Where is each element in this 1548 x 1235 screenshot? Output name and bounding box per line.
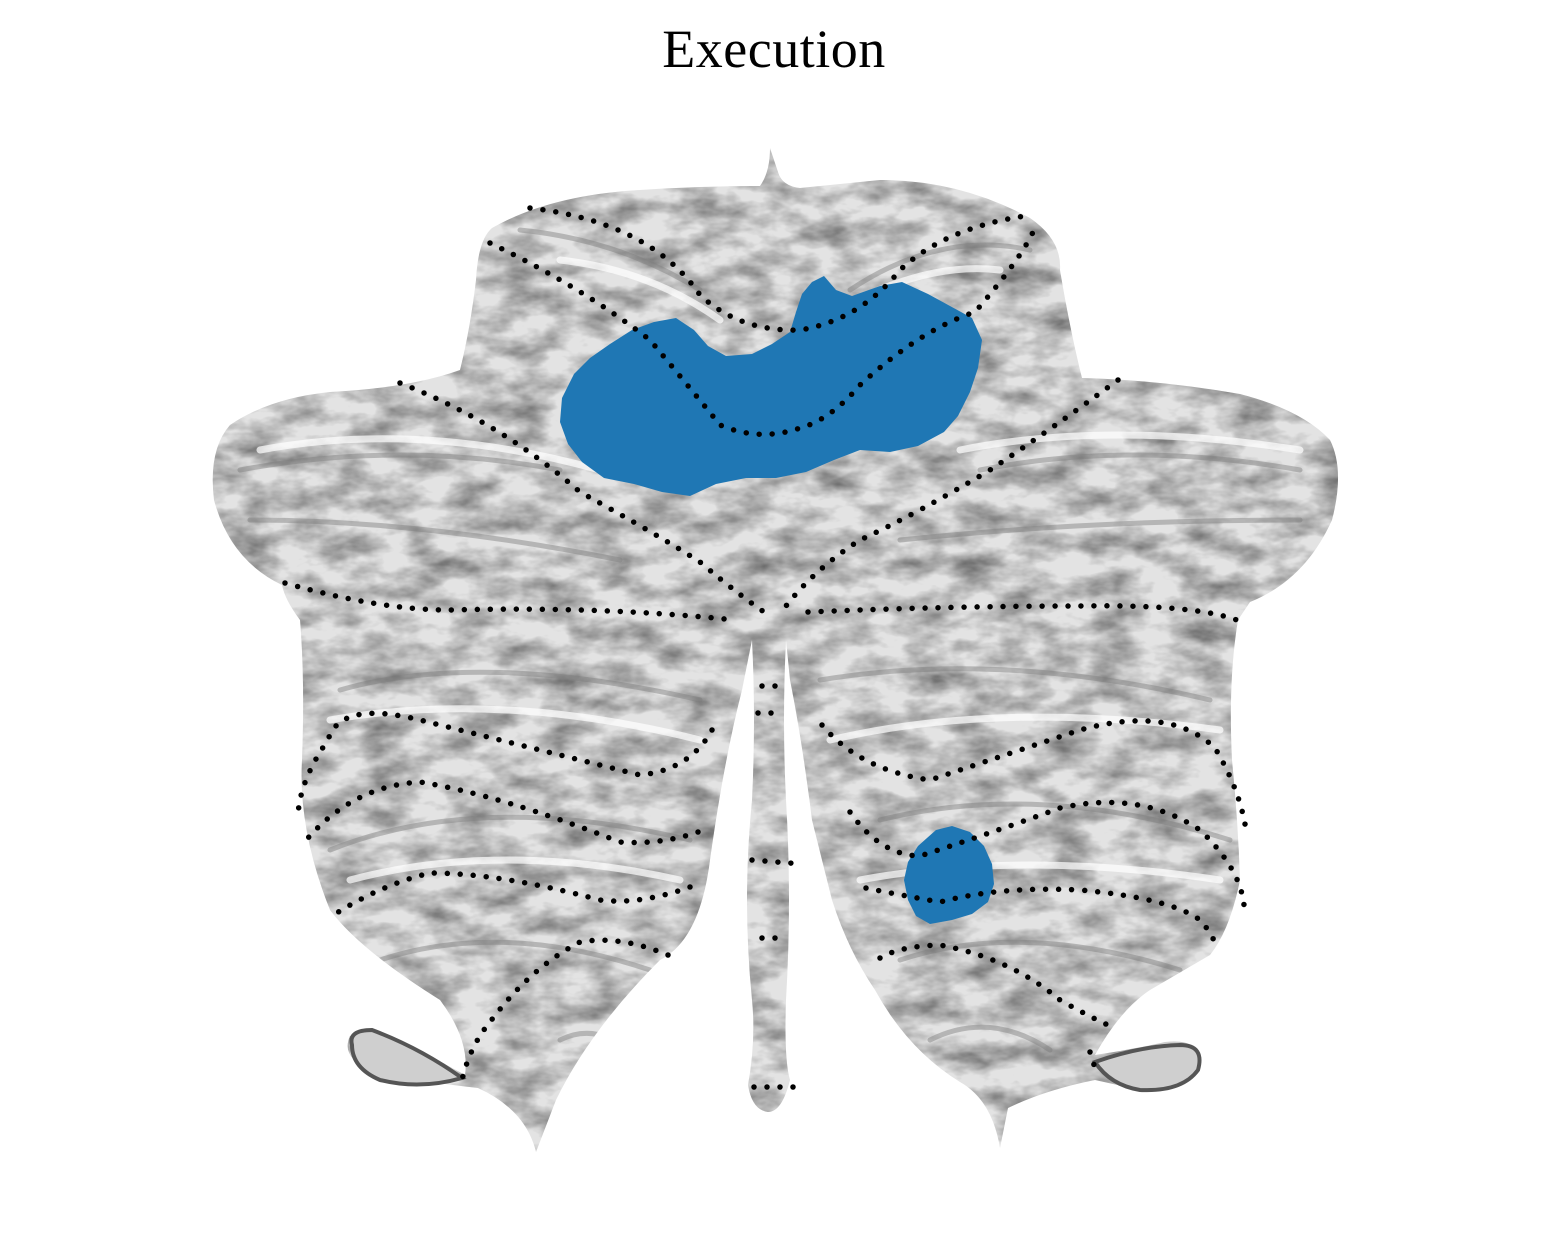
activation-clusters xyxy=(560,276,994,924)
boundary-horizontal-right xyxy=(805,603,1245,625)
boundary-crus2-right xyxy=(819,718,1249,833)
flatmap-surface xyxy=(212,148,1339,1152)
left-flocculus xyxy=(349,1027,467,1087)
activation-cluster-superior xyxy=(560,276,982,496)
lobule-boundaries xyxy=(282,205,1249,1090)
boundary-8a-left xyxy=(329,870,693,919)
boundary-flocculus-right xyxy=(1087,1049,1098,1071)
figure-title: Execution xyxy=(662,19,886,79)
boundary-7b-right xyxy=(847,799,1247,908)
boundary-horizontal-left xyxy=(282,580,738,623)
boundary-vermis-3 xyxy=(749,857,805,867)
boundary-crus-right xyxy=(777,377,1121,617)
boundary-9-left xyxy=(459,937,671,1083)
boundary-crus-left xyxy=(397,380,773,619)
boundary-9-right xyxy=(877,942,1111,1028)
activation-cluster-inferior xyxy=(904,826,994,924)
boundary-7b-left xyxy=(299,779,701,848)
right-flocculus xyxy=(1091,1042,1202,1093)
